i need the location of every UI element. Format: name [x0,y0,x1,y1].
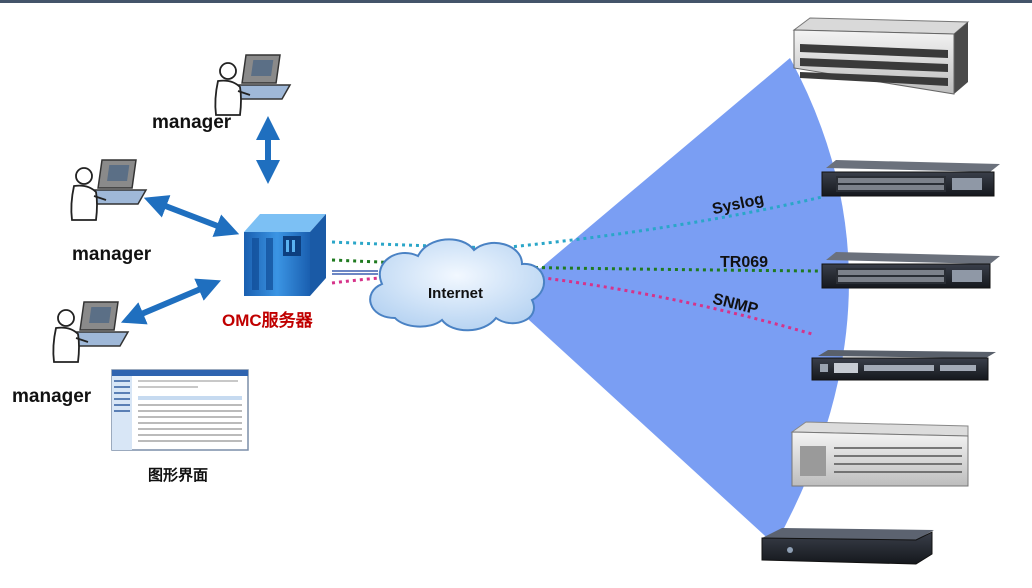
server-rack-icon [792,17,970,95]
arrow-middle [143,195,240,237]
network-switch-icon [821,160,1000,197]
beam-fan [505,58,849,545]
manager-workstation-icon [70,159,148,221]
server-chassis-icon [790,421,969,487]
manager-label: manager [72,244,152,265]
olt-device-icon [811,350,996,381]
tr069-label: TR069 [720,254,769,271]
set-top-box-icon [761,528,934,565]
gui-screenshot-thumbnail [111,369,249,451]
internet-cloud-icon [369,238,545,332]
omc-server-label: OMC服务器 [222,311,313,330]
syslog-line [331,195,823,250]
manager-label: manager [152,112,232,133]
arrow-bottom [120,278,222,325]
internet-label: Internet [428,285,484,302]
manager-workstation-icon [52,301,130,363]
network-switch-icon [821,252,1000,289]
manager-label: manager [12,386,92,407]
omc-server-icon [244,214,326,296]
gui-label: 图形界面 [148,467,209,484]
top-rule [0,0,1032,3]
manager-workstation-icon [214,54,292,116]
